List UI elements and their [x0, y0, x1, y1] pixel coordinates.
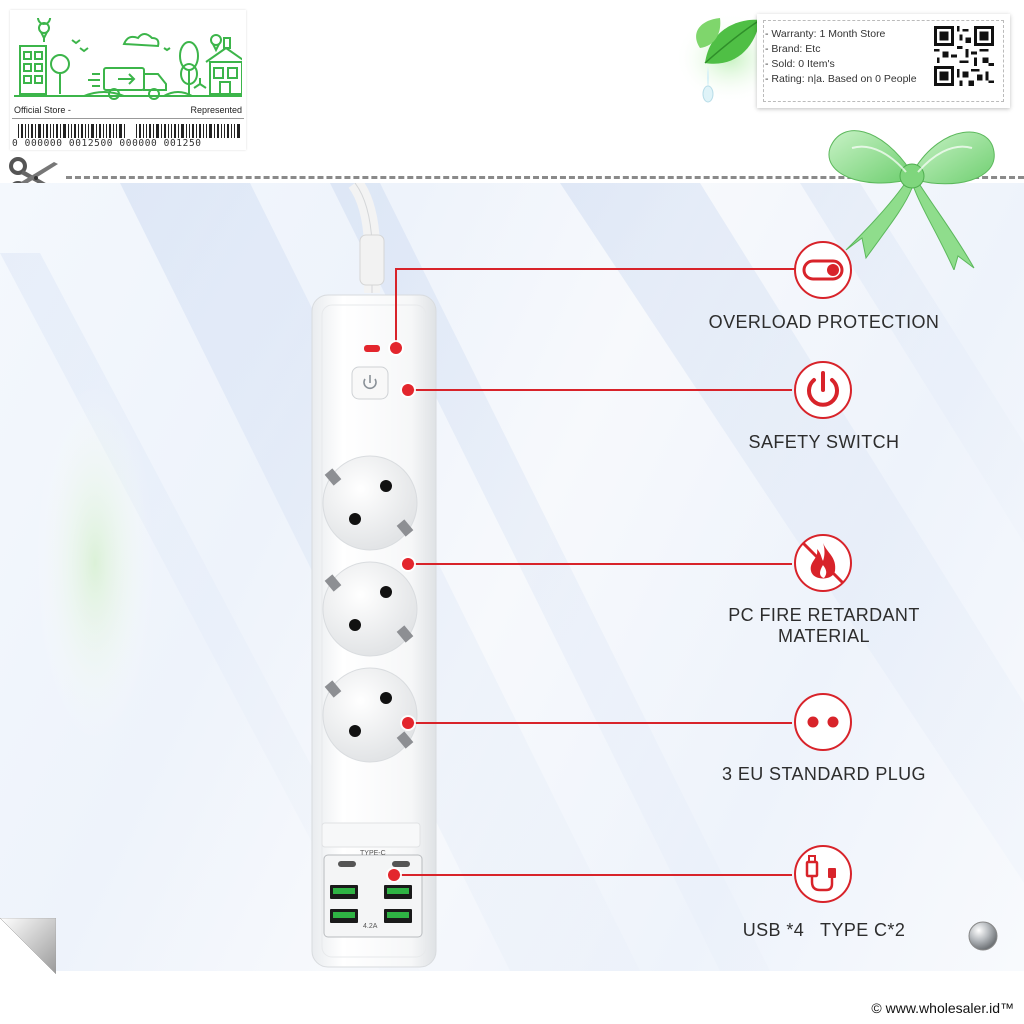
type-c-port-label: TYPE-C [360, 850, 386, 857]
product-info-box: - Warranty: 1 Month Store - Brand: Etc -… [757, 14, 1010, 108]
feature-label-fire-line2: MATERIAL [778, 626, 870, 646]
page-curl-icon [0, 918, 56, 974]
power-strip [311, 183, 437, 968]
current-rating-label: 4.2A [363, 923, 378, 930]
product-panel: TYPE-C 4.2A OVERLOAD PROTEC [0, 183, 1024, 971]
cut-line-divider [66, 176, 1024, 179]
barcode-icon [18, 124, 240, 138]
feature-label-usb: USB *4 TYPE C*2 [742, 920, 906, 940]
warranty-text: - Warranty: 1 Month Store [765, 28, 886, 40]
callout-dot-fire [402, 558, 414, 570]
store-card: Official Store - Represented 0 000000 00… [10, 10, 246, 150]
usb-cable-icon [794, 845, 852, 903]
callout-dot-overload [390, 342, 402, 354]
callout-line-fire [408, 563, 792, 565]
city-illustration-icon [14, 18, 242, 100]
callout-line-overload [395, 268, 795, 270]
info-box-border [763, 20, 1004, 102]
feature-label-eu-plug: 3 EU STANDARD PLUG [722, 764, 926, 784]
leaf-icon [675, 13, 780, 103]
store-card-left-label: Official Store - [14, 105, 71, 115]
callout-dot-usb [388, 869, 400, 881]
brand-text: - Brand: Etc [765, 43, 821, 55]
copyright-text: © www.wholesaler.id™ [871, 1000, 1014, 1016]
callout-line-usb [396, 874, 792, 876]
callout-line-switch [408, 389, 792, 391]
callout-line-overload-vertical [395, 268, 397, 346]
callout-dot-switch [402, 384, 414, 396]
callout-line-plug [408, 722, 792, 724]
rating-text: - Rating: n|a. Based on 0 People [765, 73, 917, 85]
green-bow-icon [828, 130, 995, 270]
sold-text: - Sold: 0 Item's [765, 58, 835, 70]
feature-label-fire-line1: PC FIRE RETARDANT [728, 605, 920, 625]
store-card-right-label: Represented [190, 105, 242, 115]
feature-label-overload: OVERLOAD PROTECTION [708, 312, 940, 332]
two-pin-plug-icon [794, 693, 852, 751]
qr-code-icon [934, 26, 994, 86]
no-fire-icon [794, 534, 852, 592]
background-streaks [0, 183, 1024, 971]
metal-knob-icon [968, 921, 998, 951]
power-icon [794, 361, 852, 419]
toggle-switch-icon [794, 241, 852, 299]
info-lines: - Warranty: 1 Month Store - Brand: Etc -… [765, 27, 917, 87]
feature-label-safety-switch: SAFETY SWITCH [748, 432, 900, 452]
barcode-digits: 0 000000 0012500 000000 001250 [12, 138, 202, 149]
callout-dot-plug [402, 717, 414, 729]
divider [12, 118, 244, 119]
